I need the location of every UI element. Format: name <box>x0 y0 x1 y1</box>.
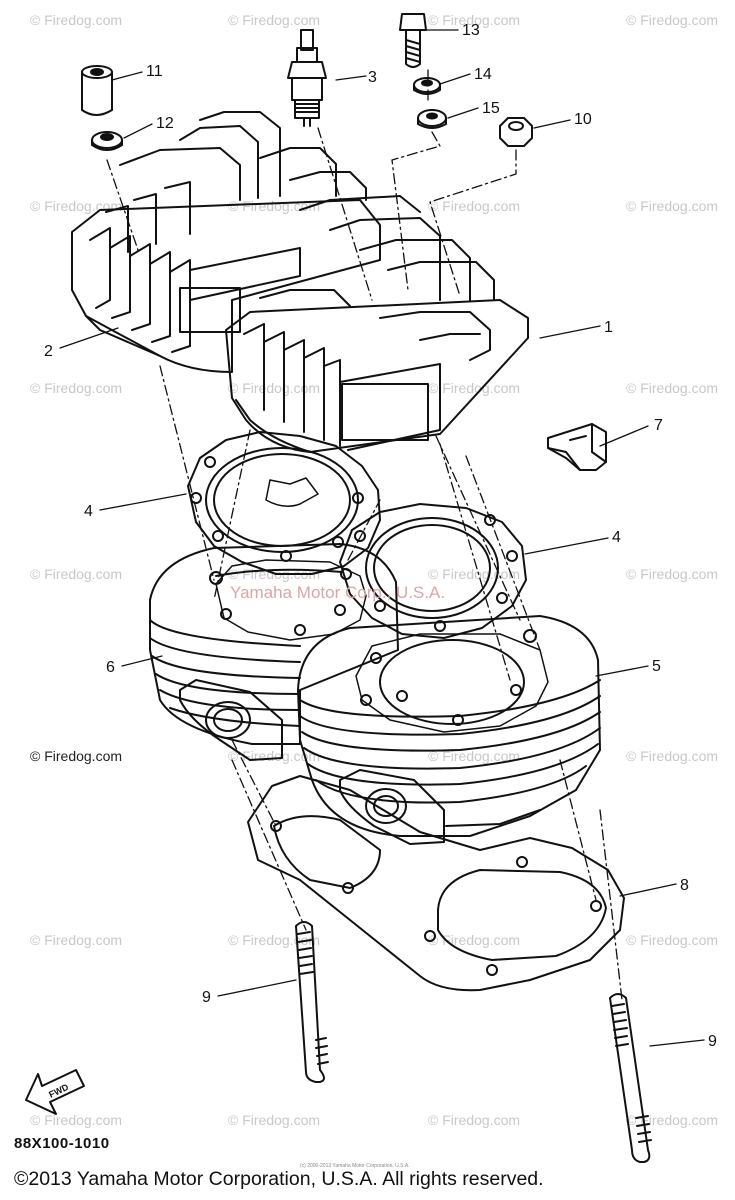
cylinder-right <box>297 615 601 845</box>
cylinder-head-left <box>71 111 381 373</box>
callout-12: 12 <box>156 115 174 132</box>
callout-4: 4 <box>84 503 93 520</box>
bolt <box>399 13 427 68</box>
callout-15: 15 <box>482 100 500 117</box>
cylinder-head-right <box>225 195 529 453</box>
watermark: © Firedog.com <box>228 12 321 28</box>
watermark: © Firedog.com <box>428 12 521 28</box>
washer <box>413 77 441 95</box>
fine-print: (c) 2000-2013 Yamaha Motor Corporation, … <box>300 1163 410 1169</box>
watermark: © Firedog.com <box>428 748 521 764</box>
stud-bolt <box>295 921 329 1083</box>
head-gasket-right <box>339 503 527 639</box>
washer <box>417 109 447 129</box>
watermark: © Firedog.com <box>428 380 521 396</box>
watermark: © Firedog.com <box>30 932 123 948</box>
watermark: © Firedog.com <box>30 1112 123 1128</box>
callout-14: 14 <box>474 66 492 83</box>
watermark: © Firedog.com <box>626 380 719 396</box>
washer <box>91 131 123 151</box>
callout-11: 11 <box>146 63 163 80</box>
callout-9b: 9 <box>708 1033 717 1050</box>
callout-3: 3 <box>368 69 377 86</box>
leader-line <box>59 29 705 1047</box>
callout-4b: 4 <box>612 529 621 546</box>
watermark: © Firedog.com <box>228 380 321 396</box>
base-gasket <box>247 775 625 992</box>
watermark: © Firedog.com <box>30 12 123 28</box>
callout-10: 10 <box>574 111 592 128</box>
spacer-collar <box>81 65 113 116</box>
rubber-damper <box>547 423 607 471</box>
watermark: © Firedog.com <box>228 1112 321 1128</box>
watermark-center: Yamaha Motor Corp., U.S.A. <box>230 583 446 602</box>
callout-8: 8 <box>680 877 689 894</box>
forward-arrow-icon: FWD <box>25 1069 85 1115</box>
cylinder-left <box>149 543 399 761</box>
watermark: © Firedog.com <box>626 198 719 214</box>
watermark: © Firedog.com <box>626 566 719 582</box>
callout-9: 9 <box>202 989 211 1006</box>
callout-1: 1 <box>604 319 613 336</box>
callout-7: 7 <box>654 417 663 434</box>
watermark: © Firedog.com <box>626 12 719 28</box>
watermark: © Firedog.com <box>30 380 123 396</box>
watermark: © Firedog.com <box>428 198 521 214</box>
callout-5: 5 <box>652 658 661 675</box>
copyright-notice: ©2013 Yamaha Motor Corporation, U.S.A. A… <box>14 1168 544 1190</box>
nut <box>499 117 533 147</box>
spark-plug <box>287 29 327 127</box>
callout-2: 2 <box>44 343 53 360</box>
watermark: © Firedog.com <box>626 932 719 948</box>
watermark: © Firedog.com <box>626 748 719 764</box>
assembly-line <box>106 69 623 1001</box>
callout-6: 6 <box>106 659 115 676</box>
watermark: © Firedog.com <box>30 566 123 582</box>
stud-bolt <box>609 993 652 1163</box>
watermark: © Firedog.com <box>428 1112 521 1128</box>
firedog-watermark: © Firedog.com <box>30 748 123 764</box>
diagram-code: 88X100-1010 <box>14 1135 110 1152</box>
callout-13: 13 <box>462 22 480 39</box>
